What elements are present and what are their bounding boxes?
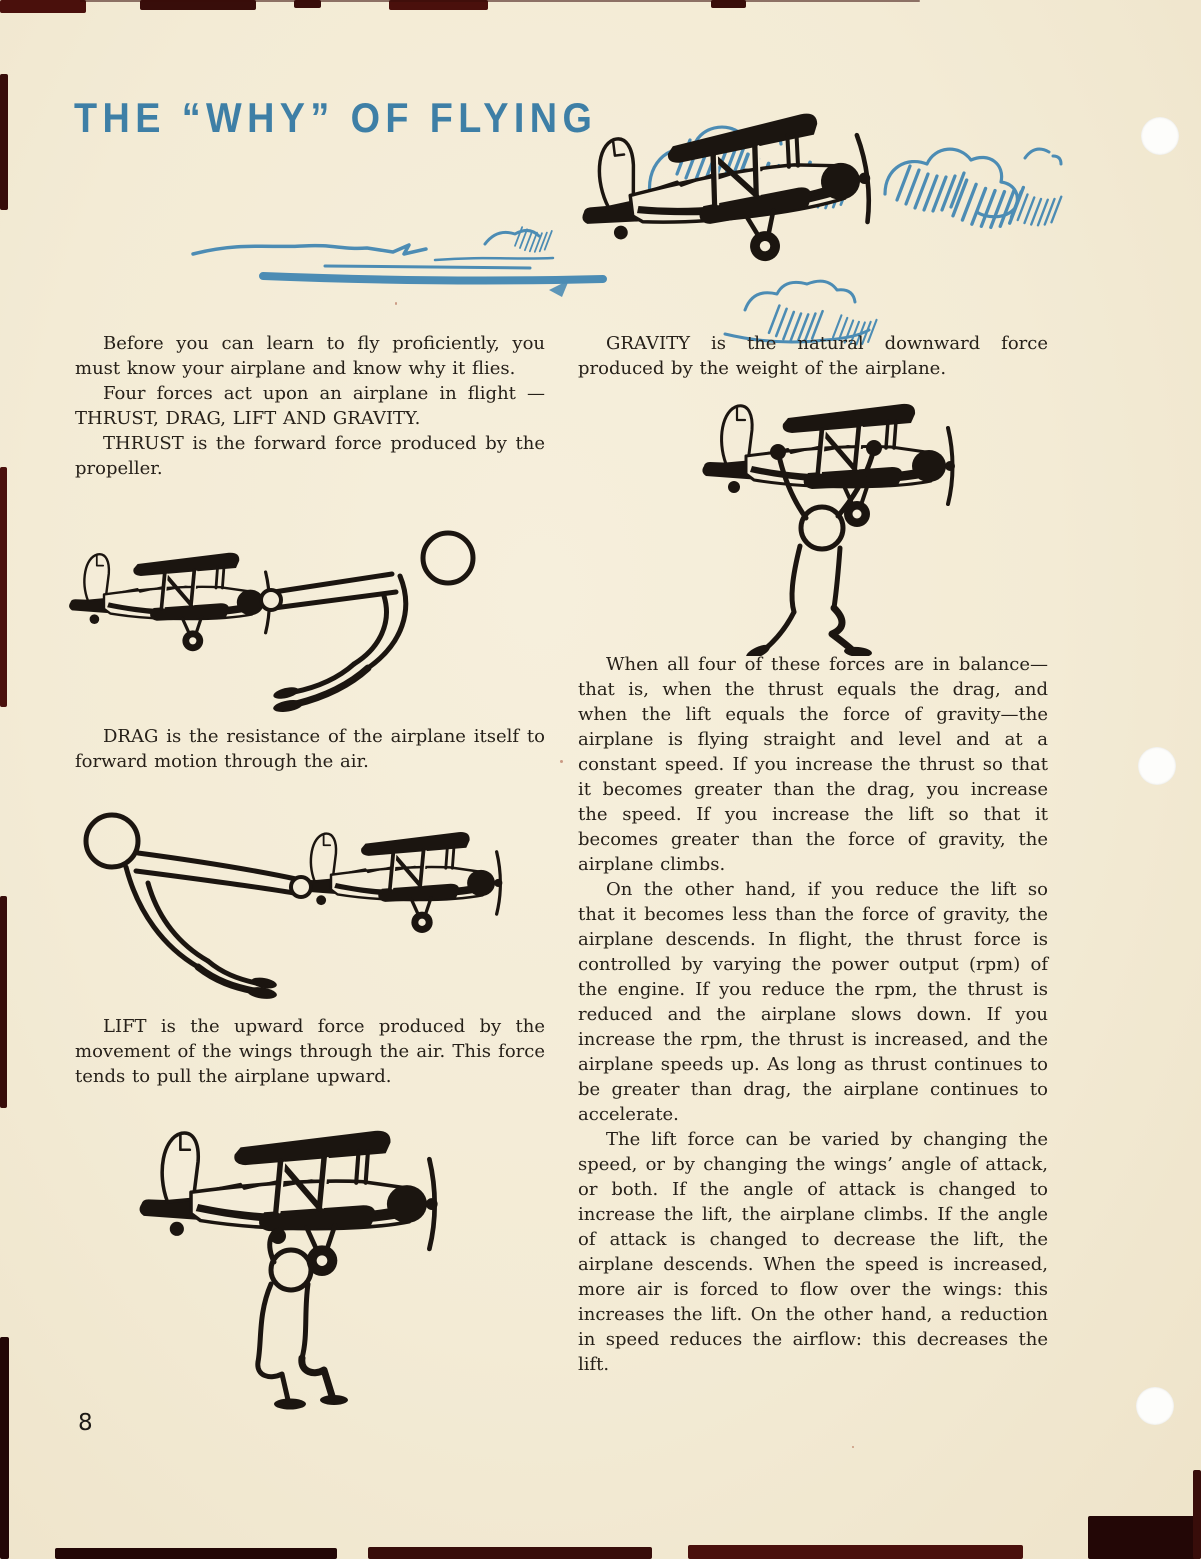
- thrust-illustration: [62, 530, 476, 713]
- scan-edge-mark: [1193, 1470, 1201, 1559]
- left-column-drag-text: DRAG is the resistance of the airplane i…: [75, 724, 545, 774]
- hole-punch: [1141, 117, 1179, 155]
- right-column-gravity-text: GRAVITY is the natural downward force pr…: [578, 331, 1048, 381]
- right-column-body-text: When all four of these forces are in bal…: [578, 652, 1048, 1377]
- scan-edge-mark: [55, 1548, 337, 1559]
- scan-edge-mark: [688, 1545, 1023, 1559]
- lift-illustration: [128, 1112, 468, 1410]
- left-column-top-text: Before you can learn to fly proficiently…: [75, 331, 545, 481]
- scan-edge-mark: [0, 1337, 9, 1559]
- paragraph-four-forces: Four forces act upon an airplane in flig…: [75, 383, 545, 429]
- scan-edge-mark: [294, 0, 321, 8]
- paragraph-lift: LIFT is the upward force produced by the…: [75, 1016, 545, 1087]
- biplane-clouds-illustration: [191, 72, 1063, 346]
- scan-edge-mark: [0, 74, 8, 210]
- paper-speck: [560, 760, 563, 763]
- scan-edge-mark: [0, 467, 7, 707]
- scan-edge-mark: [711, 0, 746, 8]
- paper-speck: [852, 1446, 854, 1448]
- paper-speck: [395, 302, 397, 305]
- scan-edge-mark: [0, 896, 7, 1108]
- paragraph-gravity: GRAVITY is the natural downward force pr…: [578, 333, 1048, 379]
- scan-edge-mark: [80, 0, 920, 2]
- drag-illustration: [83, 812, 538, 999]
- hole-punch: [1136, 1387, 1174, 1425]
- scan-edge-mark: [0, 0, 86, 13]
- paragraph-balance: When all four of these forces are in bal…: [578, 654, 1048, 875]
- paragraph-reduce-lift: On the other hand, if you reduce the lif…: [578, 879, 1048, 1125]
- scan-edge-mark: [140, 0, 256, 10]
- paragraph-drag: DRAG is the resistance of the airplane i…: [75, 726, 545, 772]
- left-column-lift-text: LIFT is the upward force produced by the…: [75, 1014, 545, 1089]
- page-title: THE “WHY” OF FLYING: [74, 94, 598, 141]
- scan-edge-mark: [1088, 1516, 1201, 1559]
- gravity-illustration: [628, 388, 1038, 656]
- paragraph-vary-lift: The lift force can be varied by changing…: [578, 1129, 1048, 1375]
- hole-punch: [1138, 747, 1176, 785]
- paragraph-thrust: THRUST is the forward force produced by …: [75, 433, 545, 479]
- scan-edge-mark: [368, 1547, 652, 1559]
- paragraph-intro: Before you can learn to fly proficiently…: [75, 333, 545, 379]
- scan-edge-mark: [389, 0, 488, 10]
- page-number: 8: [78, 1410, 93, 1436]
